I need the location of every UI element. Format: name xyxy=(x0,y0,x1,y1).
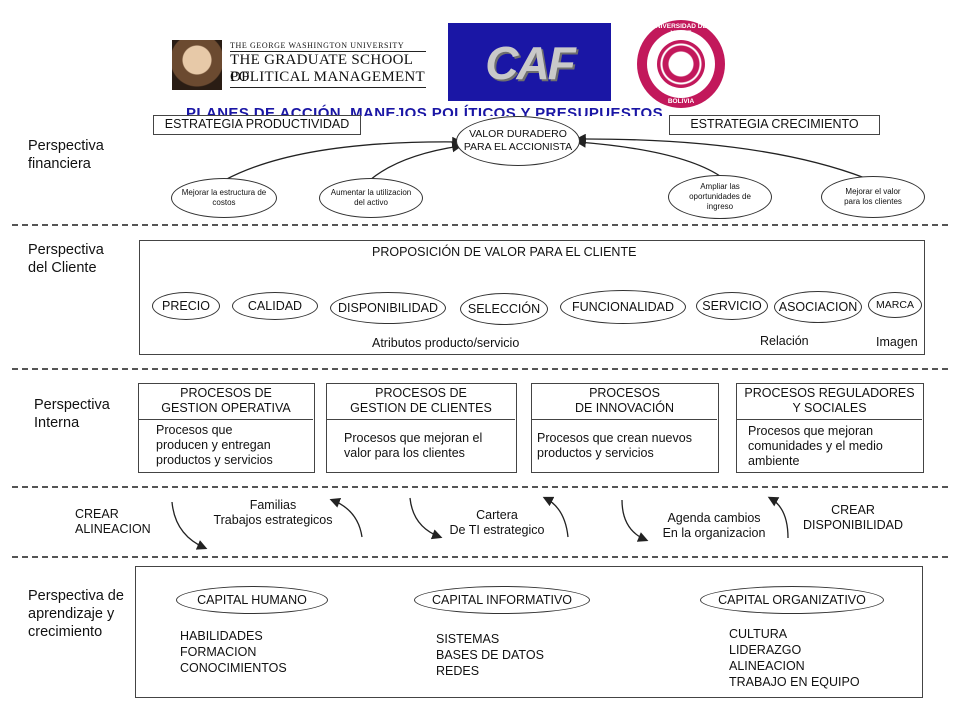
attribute-oval-partnership: ASOCIACION xyxy=(774,291,862,323)
obscured-title: PLANES DE ACCIÓN, MANEJOS POLÍTICOS Y PR… xyxy=(186,102,766,116)
process-box-regulatory: PROCESOS REGULADORES Y SOCIALES Procesos… xyxy=(736,383,924,473)
customer-value-title: PROPOSICIÓN DE VALOR PARA EL CLIENTE xyxy=(372,245,637,259)
separator-3 xyxy=(12,486,948,488)
capital-oval-organization: CAPITAL ORGANIZATIVO xyxy=(700,586,884,614)
capital-items-information: SISTEMAS BASES DE DATOS REDES xyxy=(436,632,544,678)
perspective-label-learning: Perspectiva de aprendizaje y crecimiento xyxy=(28,588,124,640)
gwu-logo: THE GEORGE WASHINGTON UNIVERSITY THE GRA… xyxy=(172,40,426,90)
process-title-regulatory: PROCESOS REGULADORES Y SOCIALES xyxy=(744,386,915,415)
capital-items-human: HABILIDADES FORMACION CONOCIMIENTOS xyxy=(180,629,287,675)
arrow-alin-3 xyxy=(409,497,443,540)
strategy-productivity-box: ESTRATEGIA PRODUCTIVIDAD xyxy=(153,115,361,135)
arrow-clientes xyxy=(575,133,866,179)
capital-items-organization: CULTURA LIDERAZGO ALINEACION TRABAJO EN … xyxy=(729,627,860,689)
arrow-alin-6 xyxy=(767,496,789,539)
universidad-del-valle-logo: UNIVERSIDAD DEL VALLE BOLIVIA xyxy=(637,20,725,108)
process-title-innovation: PROCESOS DE INNOVACIÓN xyxy=(574,386,675,415)
gwu-logo-line1: THE GEORGE WASHINGTON UNIVERSITY xyxy=(230,41,405,50)
process-box-operations: PROCESOS DE GESTION OPERATIVA Procesos q… xyxy=(138,383,315,473)
alignment-it-portfolio: Cartera De TI estrategico xyxy=(449,508,545,537)
arrow-costos xyxy=(224,136,463,181)
financial-oval-customer-value: Mejorar el valor para los clientes xyxy=(821,176,925,218)
process-body-operations: Procesos que producen y entregan product… xyxy=(156,423,273,467)
arrow-alin-1 xyxy=(171,501,208,550)
financial-oval-costs: Mejorar la estructura de costos xyxy=(171,178,277,218)
process-box-innovation: PROCESOS DE INNOVACIÓN Procesos que crea… xyxy=(531,383,719,473)
attribute-oval-functionality: FUNCIONALIDAD xyxy=(560,290,686,324)
caf-logo-text: CAF xyxy=(485,37,576,89)
attribute-oval-quality: CALIDAD xyxy=(232,292,318,320)
perspective-label-financial: Perspectiva financiera xyxy=(28,138,104,172)
uv-logo-bottom-text: BOLIVIA xyxy=(667,98,695,105)
process-title-customers: PROCESOS DE GESTION DE CLIENTES xyxy=(350,386,492,415)
footnote-image: Imagen xyxy=(876,335,918,349)
arrow-ingreso xyxy=(575,137,721,177)
strategy-growth-box: ESTRATEGIA CRECIMIENTO xyxy=(669,115,880,135)
obscured-title-text: PLANES DE ACCIÓN, MANEJOS POLÍTICOS Y PR… xyxy=(186,105,664,116)
capital-oval-information: CAPITAL INFORMATIVO xyxy=(414,586,590,614)
separator-1 xyxy=(12,224,948,226)
perspective-label-internal: Perspectiva Interna xyxy=(34,397,110,431)
alignment-change-agenda: Agenda cambios En la organizacion xyxy=(662,511,766,540)
uv-logo-top-text: UNIVERSIDAD DEL VALLE xyxy=(651,23,711,37)
capital-oval-human: CAPITAL HUMANO xyxy=(176,586,328,614)
gwu-logo-line3: POLITICAL MANAGEMENT xyxy=(230,69,426,85)
arrow-alin-2 xyxy=(329,497,363,538)
gear-emblem-icon xyxy=(657,40,705,88)
attribute-oval-availability: DISPONIBILIDAD xyxy=(330,292,446,324)
create-availability-label: CREAR DISPONIBILIDAD xyxy=(802,503,904,532)
gwu-logo-line2: THE GRADUATE SCHOOL OF xyxy=(230,52,413,85)
attribute-oval-service: SERVICIO xyxy=(696,292,768,320)
process-title-operations: PROCESOS DE GESTION OPERATIVA xyxy=(161,386,291,415)
financial-oval-revenue: Ampliar las oportunidades de ingreso xyxy=(668,175,772,219)
caf-logo: CAF xyxy=(448,23,611,101)
create-alignment-label: CREAR ALINEACION xyxy=(75,507,151,536)
process-body-innovation: Procesos que crean nuevos productos y se… xyxy=(537,431,692,460)
attribute-oval-brand: MARCA xyxy=(868,292,922,318)
washington-portrait xyxy=(172,40,222,90)
alignment-families: Familias Trabajos estrategicos xyxy=(213,498,333,527)
shareholder-value-oval: VALOR DURADERO PARA EL ACCIONISTA xyxy=(456,116,580,166)
attribute-oval-price: PRECIO xyxy=(152,292,220,320)
footnote-product-attributes: Atributos producto/servicio xyxy=(372,336,520,350)
process-body-regulatory: Procesos que mejoran comunidades y el me… xyxy=(748,424,883,468)
process-body-customers: Procesos que mejoran el valor para los c… xyxy=(344,431,483,460)
process-box-customers: PROCESOS DE GESTION DE CLIENTES Procesos… xyxy=(326,383,517,473)
separator-4 xyxy=(12,556,948,558)
financial-oval-assets: Aumentar la utilizacion del activo xyxy=(319,178,423,218)
separator-2 xyxy=(12,368,948,370)
arrow-activo xyxy=(369,142,463,181)
arrow-alin-4 xyxy=(542,496,569,538)
perspective-label-customer: Perspectiva del Cliente xyxy=(28,242,104,276)
arrow-alin-5 xyxy=(621,499,649,542)
attribute-oval-selection: SELECCIÓN xyxy=(460,293,548,325)
footnote-relationship: Relación xyxy=(760,334,809,348)
